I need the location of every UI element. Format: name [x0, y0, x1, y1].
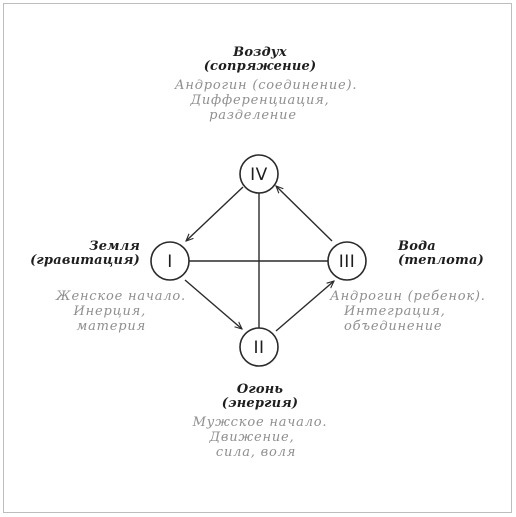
- water-subtitle: (теплота): [398, 253, 484, 268]
- earth-description-line-1: Женское начало.: [56, 289, 186, 304]
- air-title: Воздух: [233, 45, 287, 60]
- air-description-line-3: разделение: [209, 108, 297, 123]
- earth-description: Женское начало. Инерция, материя: [20, 290, 186, 333]
- fire-description-line-2: Движение,: [209, 430, 295, 445]
- earth-description-line-3: материя: [76, 319, 146, 334]
- node-ii-label: II: [253, 338, 264, 358]
- water-description-line-2: Интеграция,: [344, 304, 446, 319]
- earth-subtitle: (гравитация): [30, 253, 140, 268]
- node-ii: II: [239, 327, 279, 367]
- air-label-block: Воздух (сопряжение) Андрогин (соединение…: [145, 46, 375, 122]
- diagram-frame: [3, 3, 512, 513]
- arrow-iii-to-iv: [276, 186, 333, 242]
- earth-label-block: Земля (гравитация): [20, 240, 140, 267]
- fire-label-block: Огонь (энергия) Мужское начало. Движение…: [150, 383, 370, 459]
- water-description-line-1: Андрогин (ребенок).: [330, 289, 486, 304]
- arrow-iv-to-i: [186, 186, 244, 241]
- node-iii-label: III: [339, 252, 356, 272]
- air-description-line-2: Дифференциация,: [190, 93, 330, 108]
- water-label-block: Вода (теплота): [398, 240, 508, 267]
- fire-subtitle: (энергия): [221, 396, 299, 411]
- water-description: Андрогин (ребенок). Интеграция, объедине…: [330, 290, 510, 333]
- arrow-ii-to-iii: [275, 281, 334, 332]
- water-description-line-3: объединение: [344, 319, 443, 334]
- node-iv-label: IV: [250, 165, 268, 185]
- earth-title: Земля: [89, 239, 140, 254]
- arrow-i-to-ii: [184, 279, 242, 329]
- fire-description-line-1: Мужское начало.: [192, 415, 328, 430]
- water-title: Вода: [398, 239, 436, 254]
- node-i-label: I: [167, 252, 173, 272]
- air-description-line-1: Андрогин (соединение).: [174, 78, 358, 93]
- earth-description-line-2: Инерция,: [73, 304, 146, 319]
- fire-description-line-3: сила, воля: [215, 445, 297, 460]
- fire-title: Огонь: [236, 382, 284, 397]
- node-iii: III: [327, 241, 367, 281]
- node-iv: IV: [239, 154, 279, 194]
- air-subtitle: (сопряжение): [203, 59, 317, 74]
- node-i: I: [150, 241, 190, 281]
